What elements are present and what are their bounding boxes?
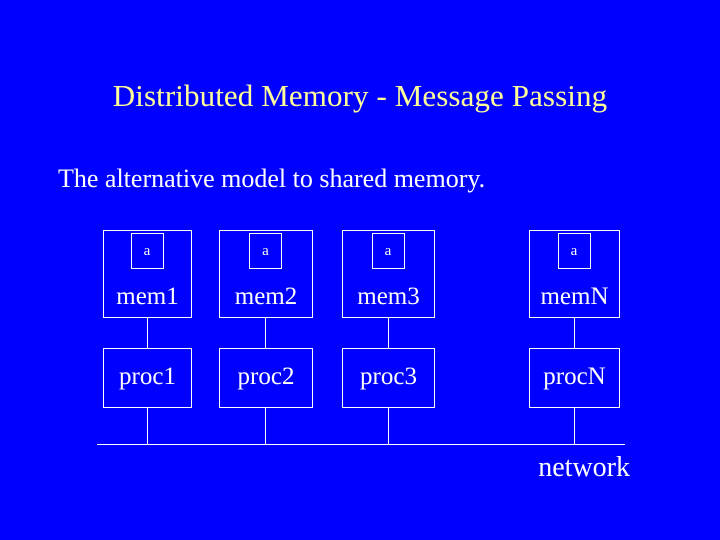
processor-network-connector: [265, 408, 266, 445]
memory-processor-connector: [388, 318, 389, 348]
memory-label: memN: [540, 283, 609, 310]
memory-box: a mem1: [103, 230, 192, 318]
memory-processor-connector: [147, 318, 148, 348]
processor-network-connector: [388, 408, 389, 445]
memory-label: mem3: [357, 283, 420, 310]
memory-cell-box: a: [557, 233, 591, 269]
network-label: network: [538, 452, 630, 483]
memory-box: a mem2: [219, 230, 313, 318]
processor-box: proc1: [103, 348, 192, 408]
processor-label: procN: [543, 363, 606, 390]
processor-network-connector: [147, 408, 148, 445]
memory-processor-connector: [265, 318, 266, 348]
processor-label: proc1: [119, 363, 176, 390]
processor-box: proc3: [342, 348, 435, 408]
memory-processor-connector: [574, 318, 575, 348]
memory-cell-box: a: [130, 233, 164, 269]
processor-box: proc2: [219, 348, 313, 408]
memory-cell-label: a: [384, 243, 392, 259]
processor-label: proc2: [237, 363, 295, 390]
slide-subtitle: The alternative model to shared memory.: [58, 164, 486, 193]
memory-cell-label: a: [262, 243, 269, 259]
memory-box: a memN: [529, 230, 620, 318]
memory-box: a mem3: [342, 230, 435, 318]
memory-cell-box: a: [371, 233, 405, 269]
memory-cell-box: a: [249, 233, 282, 269]
network-bus-line: [97, 444, 625, 445]
processor-network-connector: [574, 408, 575, 445]
memory-label: mem2: [234, 283, 298, 310]
processor-label: proc3: [360, 363, 417, 390]
processor-box: procN: [529, 348, 620, 408]
page-title: Distributed Memory - Message Passing: [112, 78, 608, 113]
memory-cell-label: a: [143, 243, 151, 259]
memory-cell-label: a: [570, 243, 578, 259]
memory-label: mem1: [116, 283, 179, 310]
